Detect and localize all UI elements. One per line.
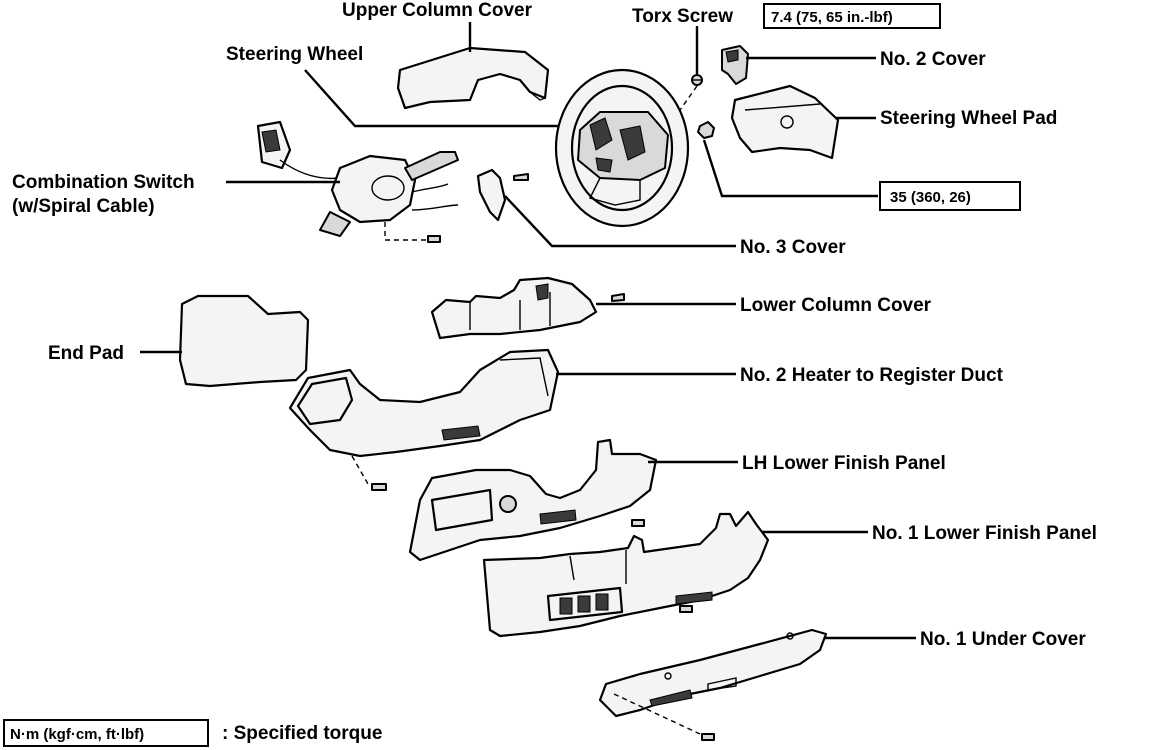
steering-wheel-pad-part <box>730 84 840 160</box>
leader-torx-screw-dash <box>679 85 698 111</box>
label-no3-cover: No. 3 Cover <box>740 237 846 258</box>
label-lower-column-cover: Lower Column Cover <box>740 295 932 316</box>
no3-cover-part <box>476 168 507 222</box>
label-combination-switch-sub: (w/Spiral Cable) <box>12 196 155 217</box>
label-no2-cover: No. 2 Cover <box>880 49 986 70</box>
label-torx-screw: Torx Screw <box>632 6 733 27</box>
leader-no3-cover <box>504 195 736 248</box>
no1-under-cover-part <box>598 628 828 741</box>
torx-screw-part <box>691 74 703 86</box>
label-end-pad: End Pad <box>48 343 124 364</box>
label-steering-wheel: Steering Wheel <box>226 44 363 65</box>
lh-lower-finish-panel-part <box>408 438 658 562</box>
leader-lines <box>140 22 916 640</box>
steering-wheel-nut-part <box>697 121 715 139</box>
legend-description: : Specified torque <box>222 723 382 744</box>
lower-column-cover-part <box>430 276 598 340</box>
heater-duct-screw <box>351 455 387 491</box>
steering-wheel-part <box>554 68 690 228</box>
no2-cover-part <box>721 45 749 85</box>
leader-steering-wheel <box>304 69 558 128</box>
leader-steering-wheel-nut <box>702 139 878 198</box>
torque-box-steering-wheel-nut <box>879 181 1021 211</box>
label-no1-lower-finish-panel: No. 1 Lower Finish Panel <box>872 523 1097 544</box>
torque-box-torx-screw <box>763 3 941 29</box>
combination-switch-part <box>256 120 459 243</box>
label-combination-switch: Combination Switch <box>12 172 195 193</box>
label-lh-lower-finish-panel: LH Lower Finish Panel <box>742 453 946 474</box>
no3-cover-screw <box>513 173 529 181</box>
end-pad-part <box>178 294 310 388</box>
label-upper-column-cover: Upper Column Cover <box>342 0 533 21</box>
label-no1-under-cover: No. 1 Under Cover <box>920 629 1086 650</box>
torque-value-torx-screw: 7.4 (75, 65 in.-lbf) <box>771 9 893 26</box>
lh-lower-finish-panel-screw <box>631 519 645 527</box>
heater-duct-part <box>288 348 560 458</box>
no1-lower-finish-panel-screw <box>679 605 693 613</box>
torque-value-steering-wheel-nut: 35 (360, 26) <box>890 189 971 206</box>
legend-unit-text: N·m (kgf·cm, ft·lbf) <box>10 726 144 743</box>
label-heater-duct: No. 2 Heater to Register Duct <box>740 365 1004 386</box>
legend-unit-box <box>3 719 209 747</box>
label-steering-wheel-pad: Steering Wheel Pad <box>880 108 1057 129</box>
upper-column-cover-part <box>396 46 550 110</box>
no1-lower-finish-panel-part <box>482 510 770 638</box>
lower-column-cover-screw <box>611 293 625 302</box>
